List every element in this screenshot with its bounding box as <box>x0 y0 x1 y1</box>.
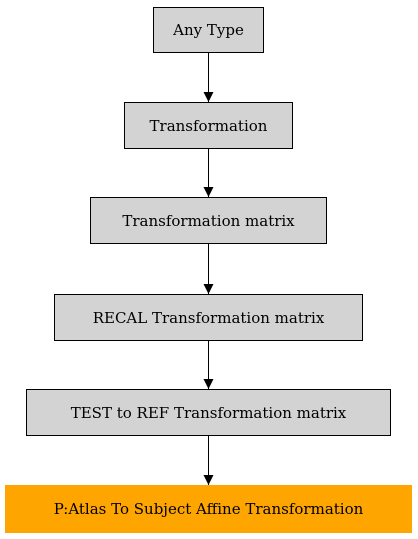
node-label: TEST to REF Transformation matrix <box>70 403 347 422</box>
node-test-to-ref-transformation-matrix[interactable]: TEST to REF Transformation matrix <box>26 389 391 436</box>
node-label: Transformation <box>149 116 268 135</box>
node-label: P:Atlas To Subject Affine Transformation <box>53 500 364 518</box>
node-recal-transformation-matrix[interactable]: RECAL Transformation matrix <box>54 294 363 341</box>
node-label: Transformation matrix <box>122 211 295 230</box>
node-atlas-to-subject-affine-transformation[interactable]: P:Atlas To Subject Affine Transformation <box>5 485 412 533</box>
node-any-type[interactable]: Any Type <box>153 7 264 53</box>
node-transformation[interactable]: Transformation <box>124 102 293 149</box>
node-label: Any Type <box>173 21 244 39</box>
node-label: RECAL Transformation matrix <box>92 308 325 327</box>
node-transformation-matrix[interactable]: Transformation matrix <box>90 197 327 244</box>
